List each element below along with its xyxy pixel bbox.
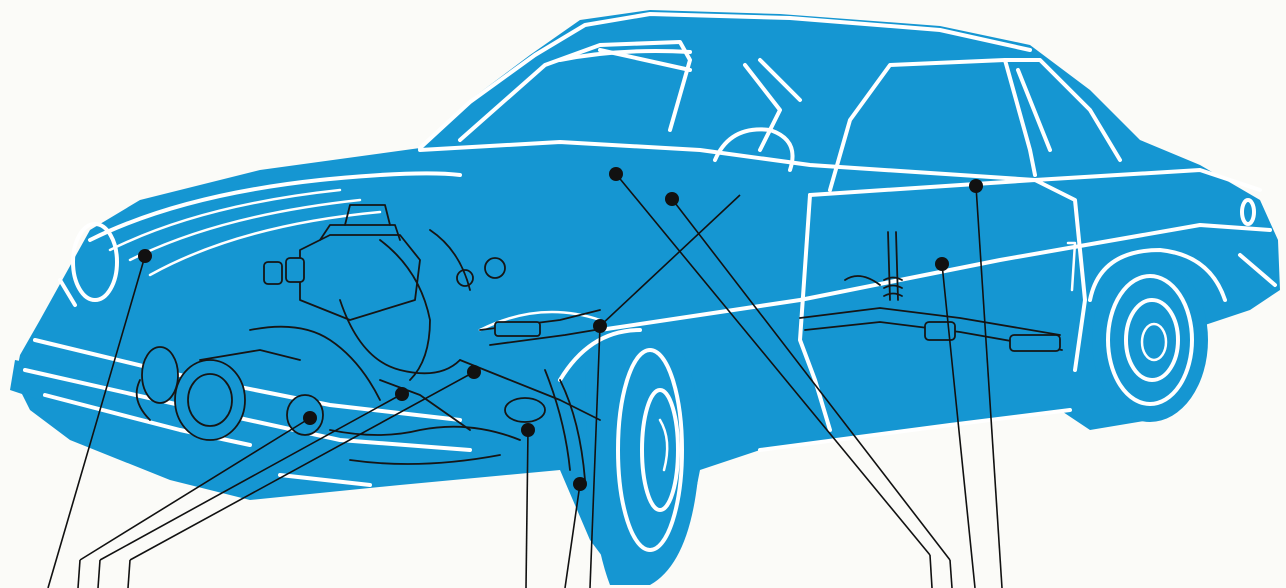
callout-dot-5 [521,423,535,437]
callout-dot-2 [303,411,317,425]
callout-dot-8 [609,167,623,181]
callout-dot-7 [573,477,587,491]
callout-dot-11 [969,179,983,193]
callout-leader-7 [565,484,580,588]
callout-dot-1 [138,249,152,263]
callout-dot-3 [395,387,409,401]
callout-dot-9 [665,192,679,206]
callout-dot-4 [467,365,481,379]
callout-dot-10 [935,257,949,271]
